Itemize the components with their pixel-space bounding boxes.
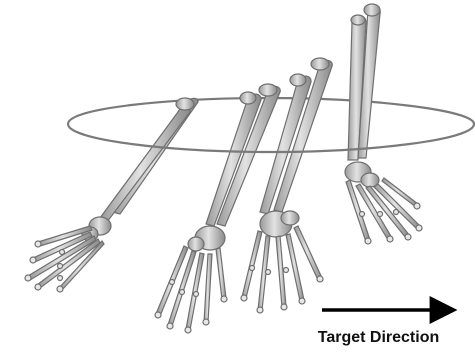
forearm-4 [345,4,422,244]
target-direction-label: Target Direction [286,327,471,349]
forearm-1 [25,98,198,292]
target-ring-front [68,124,474,152]
